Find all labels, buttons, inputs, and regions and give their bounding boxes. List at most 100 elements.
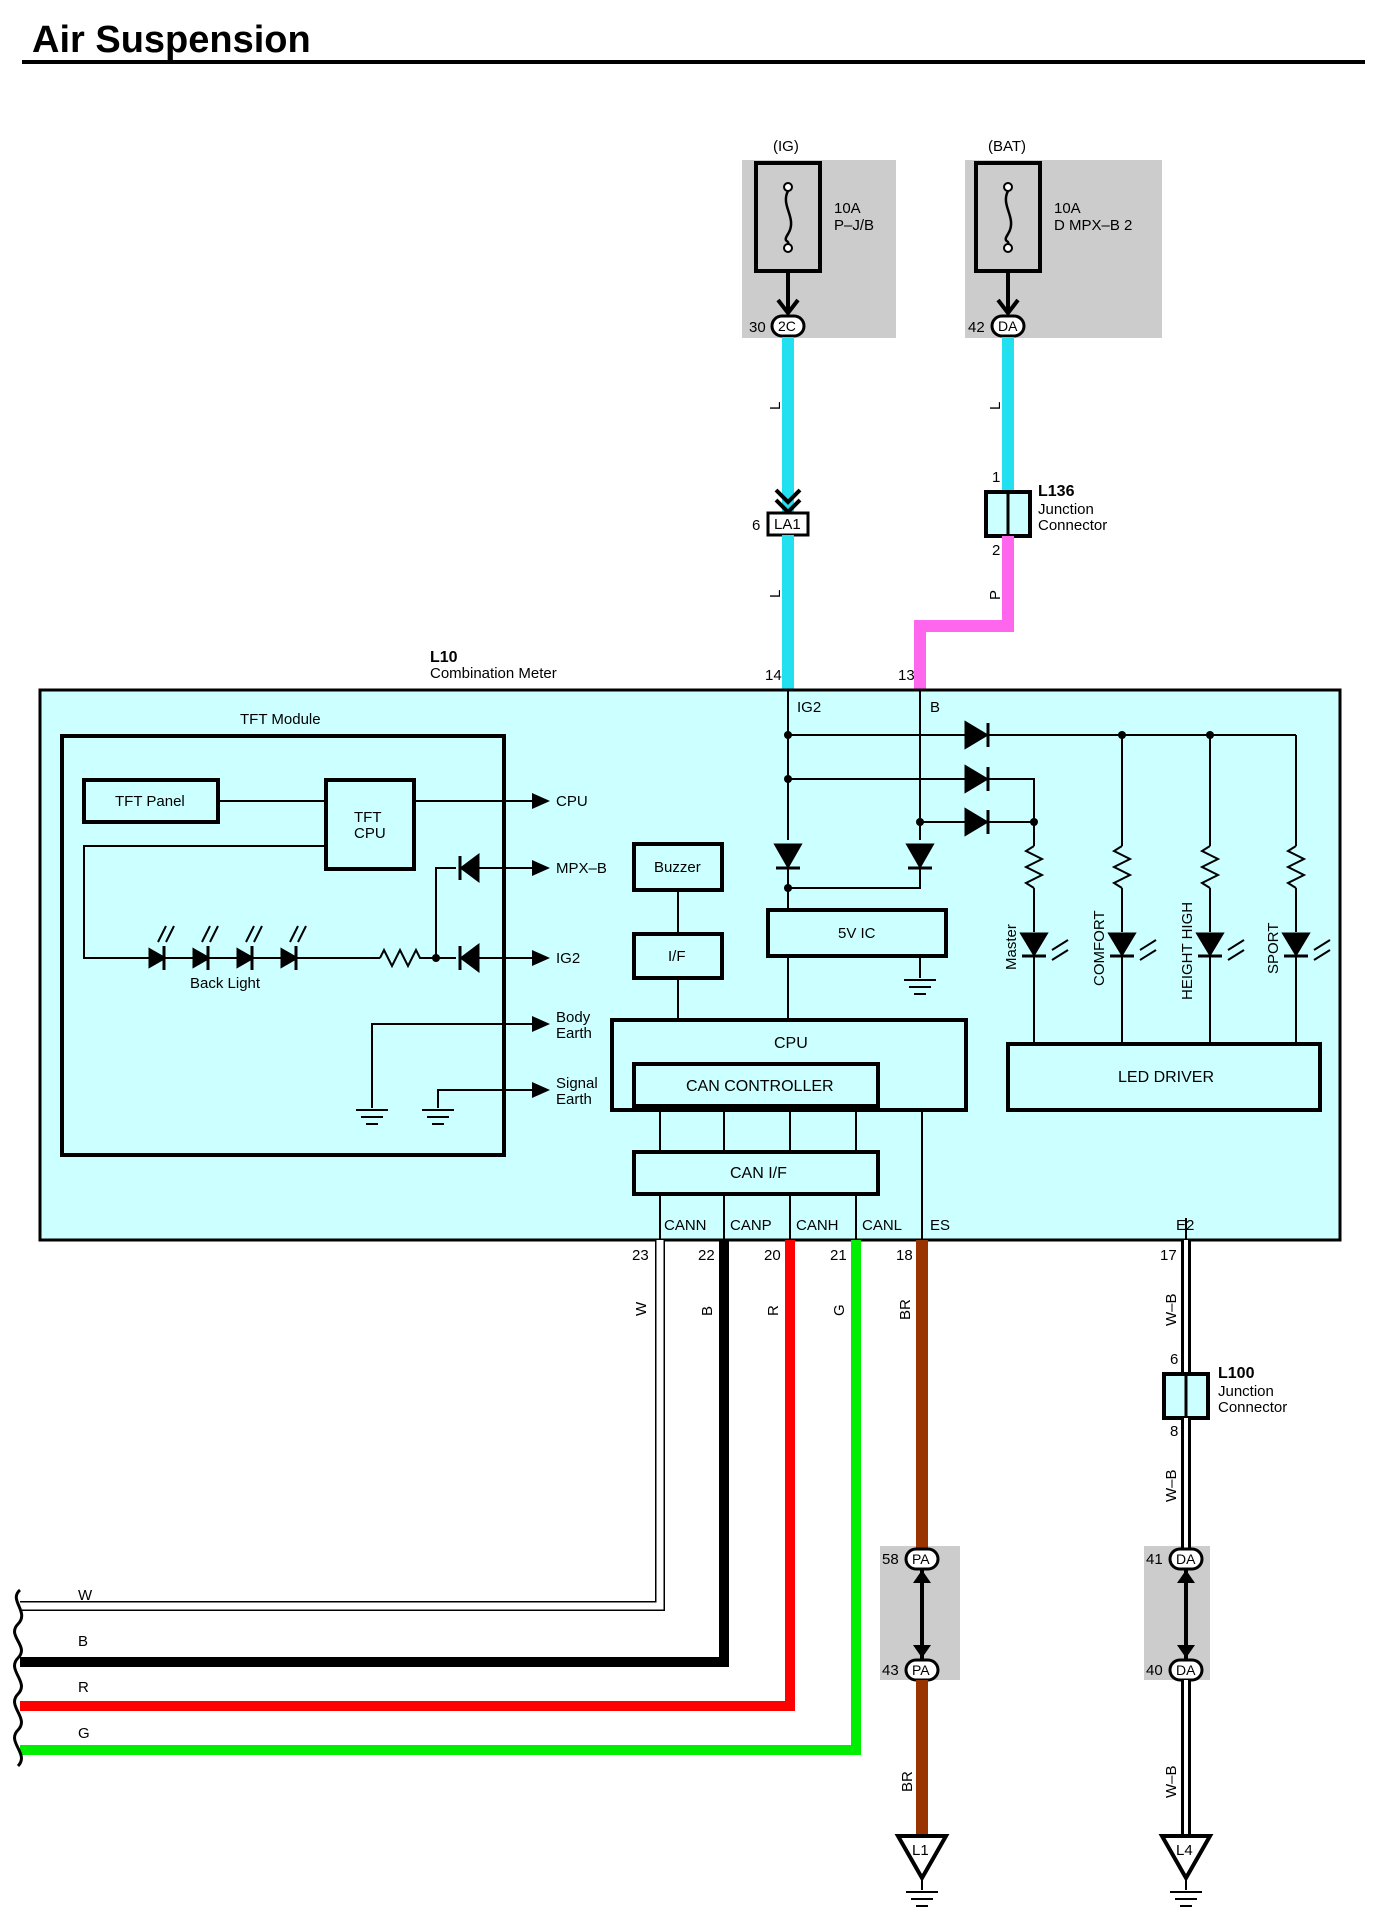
tft-cpu-line1: TFT (354, 809, 382, 826)
da-pin-bottom: 40 (1146, 1662, 1163, 1679)
tft-out-body-1: Body (556, 1009, 591, 1026)
ground-l1-icon (894, 1834, 950, 1883)
back-light-label: Back Light (190, 975, 261, 992)
term-label-canp: CANP (730, 1217, 772, 1234)
bat-fuse-name: D MPX–B 2 (1054, 217, 1132, 234)
meter-name: Combination Meter (430, 665, 557, 682)
meter-id: L10 (430, 649, 458, 666)
tft-out-signal-2: Earth (556, 1091, 592, 1108)
pa-arrow-up-icon (913, 1570, 931, 1583)
term-pin-21: 21 (830, 1247, 847, 1264)
wire-label-br-bottom: BR (899, 1771, 916, 1792)
term-label-canh: CANH (796, 1217, 839, 1234)
backlight-resistor-icon (379, 947, 436, 969)
bat-connector-label: DA (998, 318, 1018, 334)
l100-pin-in: 6 (1170, 1351, 1178, 1368)
pa-arrow-down-icon (913, 1645, 931, 1658)
ig-fuse-name: P–J/B (834, 217, 874, 234)
l136-pin-out: 2 (992, 542, 1000, 559)
combination-meter (38, 688, 1342, 1242)
wire-r (20, 1240, 795, 1711)
wire-label-wb-mid: W–B (1163, 1469, 1180, 1502)
term-pin-17: 17 (1160, 1247, 1177, 1264)
bat-fuse-icon (1003, 182, 1013, 253)
bat-pin-label: 42 (968, 319, 985, 336)
l100-pin-out: 8 (1170, 1423, 1178, 1440)
left-wire-b: B (78, 1633, 88, 1650)
l100-line1: Junction (1218, 1383, 1274, 1400)
if-label: I/F (668, 948, 686, 965)
tft-out-signal-1: Signal (556, 1075, 598, 1092)
ig-connector-label: 2C (778, 318, 796, 334)
l136-id: L136 (1038, 483, 1075, 500)
wire-code-g: G (831, 1304, 848, 1316)
l136-line1: Junction (1038, 501, 1094, 518)
ground-l1-label: L1 (912, 1842, 929, 1859)
ig-connector-2c (770, 314, 806, 338)
can-if-block (632, 1150, 880, 1196)
arrow-body-earth-icon (532, 1016, 550, 1032)
term-label-canl: CANL (862, 1217, 902, 1234)
pa-pin-top: 58 (882, 1551, 899, 1568)
meter-pin-ig2: 14 (765, 667, 782, 684)
signal-ground-icon (422, 1109, 454, 1125)
wire-code-r: R (765, 1305, 782, 1316)
bat-fuse-amps: 10A (1054, 200, 1081, 217)
ground-l4-icon (1158, 1834, 1214, 1883)
l100-line2: Connector (1218, 1399, 1287, 1416)
arrow-cpu-icon (532, 793, 550, 809)
tft-out-body-2: Earth (556, 1025, 592, 1042)
body-ground-icon (356, 1109, 388, 1125)
bat-fuse-area (965, 160, 1162, 338)
l136-pin-in: 1 (992, 469, 1000, 486)
l136-line2: Connector (1038, 517, 1107, 534)
led-label-sport: SPORT (1265, 923, 1282, 974)
wire-label-l-mid: L (767, 590, 784, 598)
da-label-bottom: DA (1176, 1662, 1196, 1678)
l100-id: L100 (1218, 1365, 1255, 1382)
tft-cpu-line2: CPU (354, 825, 386, 842)
ig-fuse-amps: 10A (834, 200, 861, 217)
buzzer-label: Buzzer (654, 859, 701, 876)
wire-w (20, 1240, 665, 1611)
ic-5v-label: 5V IC (838, 925, 876, 942)
led-label-master: Master (1003, 924, 1020, 970)
ground-l4-label: L4 (1176, 1842, 1193, 1859)
wire-label-wb-bottom: W–B (1163, 1765, 1180, 1798)
tft-cpu (324, 778, 416, 871)
tft-out-mpxb: MPX–B (556, 860, 607, 877)
term-pin-23: 23 (632, 1247, 649, 1264)
wire-code-wb: W–B (1163, 1293, 1180, 1326)
ig-pin-label: 30 (749, 319, 766, 336)
pa-label-bottom: PA (912, 1662, 930, 1678)
da-label-top: DA (1176, 1551, 1196, 1567)
term-label-es: ES (930, 1217, 950, 1234)
ig-arrow-icon (776, 298, 800, 317)
left-wire-r: R (78, 1679, 89, 1696)
arrow-mpxb-icon (532, 860, 550, 876)
wire-p (914, 536, 1014, 690)
arrow-signal-earth-icon (532, 1082, 550, 1098)
wire-break-icon (13, 1588, 24, 1768)
ig-fuse-icon (783, 182, 793, 253)
tft-panel-label: TFT Panel (115, 793, 185, 810)
can-if-label: CAN I/F (730, 1165, 787, 1182)
term-pin-18: 18 (896, 1247, 913, 1264)
wire-label-l-upper: L (987, 402, 1004, 410)
backlight-led-icons (148, 925, 307, 970)
tft-module (60, 734, 506, 1157)
led-driver-label: LED DRIVER (1118, 1069, 1214, 1086)
tft-out-cpu: CPU (556, 793, 588, 810)
bat-arrow-icon (996, 298, 1020, 317)
cpu-label: CPU (774, 1035, 808, 1052)
term-label-cann: CANN (664, 1217, 707, 1234)
arrow-ig2-icon (532, 950, 550, 966)
can-controller-label: CAN CONTROLLER (686, 1078, 834, 1095)
ic-5v-block (766, 908, 948, 958)
bat-source-label: (BAT) (988, 138, 1026, 155)
la1-label: LA1 (774, 516, 801, 533)
da-arrow-down-icon (1177, 1645, 1195, 1658)
led-label-height-high: HEIGHT HIGH (1179, 902, 1196, 1000)
meter-label-ig2: IG2 (797, 699, 821, 716)
